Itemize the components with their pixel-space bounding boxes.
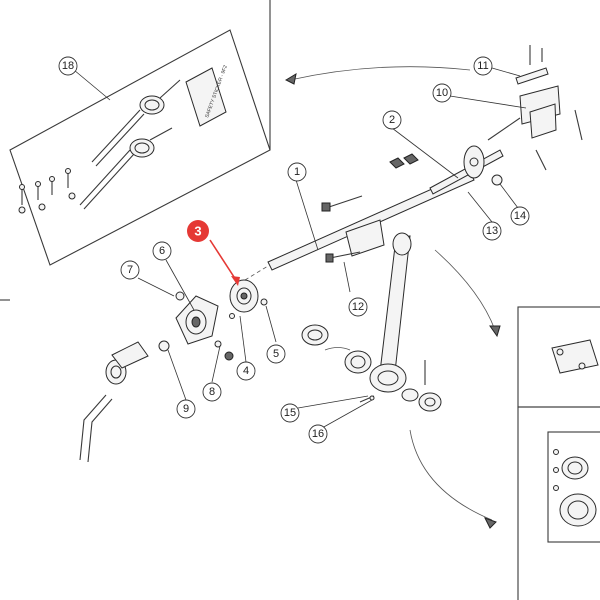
connecting-arm <box>369 232 412 393</box>
direction-arrows <box>284 66 501 529</box>
callout-12: 12 <box>348 297 368 317</box>
callout-15: 15 <box>280 403 300 423</box>
svg-text:16: 16 <box>312 428 324 440</box>
lever-spring <box>79 341 149 463</box>
svg-text:3: 3 <box>194 224 201 239</box>
leader-lines <box>73 67 527 429</box>
bolts-set <box>18 168 76 214</box>
svg-text:14: 14 <box>514 210 526 222</box>
bearing-detail <box>547 431 600 543</box>
torsion-springs <box>79 79 181 210</box>
svg-text:12: 12 <box>352 301 364 313</box>
svg-text:5: 5 <box>273 348 279 360</box>
svg-text:11: 11 <box>477 60 488 72</box>
nut-b <box>403 153 419 165</box>
callout-5: 5 <box>266 344 286 364</box>
svg-text:18: 18 <box>62 60 74 72</box>
callout-3-highlighted: 3 <box>187 220 209 242</box>
callouts: 18 1 2 10 11 13 14 12 6 7 5 4 8 9 15 16 … <box>58 56 530 444</box>
svg-text:2: 2 <box>389 114 395 126</box>
callout-2: 2 <box>382 110 402 130</box>
callout-1: 1 <box>287 162 307 182</box>
svg-text:1: 1 <box>294 166 300 178</box>
callout-16: 16 <box>308 424 328 444</box>
bearing-housing <box>175 295 219 345</box>
callout-18: 18 <box>58 56 78 76</box>
spring-kit-inset: SAFETY STICKER - 9F2 <box>0 0 271 301</box>
svg-text:6: 6 <box>159 245 165 257</box>
nut <box>224 351 234 361</box>
safety-decal: SAFETY STICKER - 9F2 <box>185 64 229 127</box>
right-insets <box>517 306 600 600</box>
callout-14: 14 <box>510 206 530 226</box>
svg-text:10: 10 <box>436 87 448 99</box>
main-assembly <box>79 45 583 463</box>
plate-detail <box>551 339 599 374</box>
callout-11: 11 <box>473 56 493 76</box>
bearing-flange <box>229 279 259 313</box>
svg-text:8: 8 <box>209 386 215 398</box>
nut-a <box>389 157 405 169</box>
svg-text:13: 13 <box>486 225 498 237</box>
callout-13: 13 <box>482 221 502 241</box>
grease-fitting <box>175 291 185 301</box>
washer <box>158 340 170 352</box>
callout-4: 4 <box>236 361 256 381</box>
callout-6: 6 <box>152 241 172 261</box>
svg-text:15: 15 <box>284 407 296 419</box>
shaft-bracket <box>345 219 385 257</box>
callout-7: 7 <box>120 260 140 280</box>
svg-text:9: 9 <box>183 403 189 415</box>
callout-8: 8 <box>202 382 222 402</box>
svg-text:7: 7 <box>127 264 133 276</box>
callout-10: 10 <box>432 83 452 103</box>
main-shaft <box>244 171 475 281</box>
svg-text:4: 4 <box>243 365 249 377</box>
callout-9: 9 <box>176 399 196 419</box>
top-bracket <box>515 67 549 85</box>
